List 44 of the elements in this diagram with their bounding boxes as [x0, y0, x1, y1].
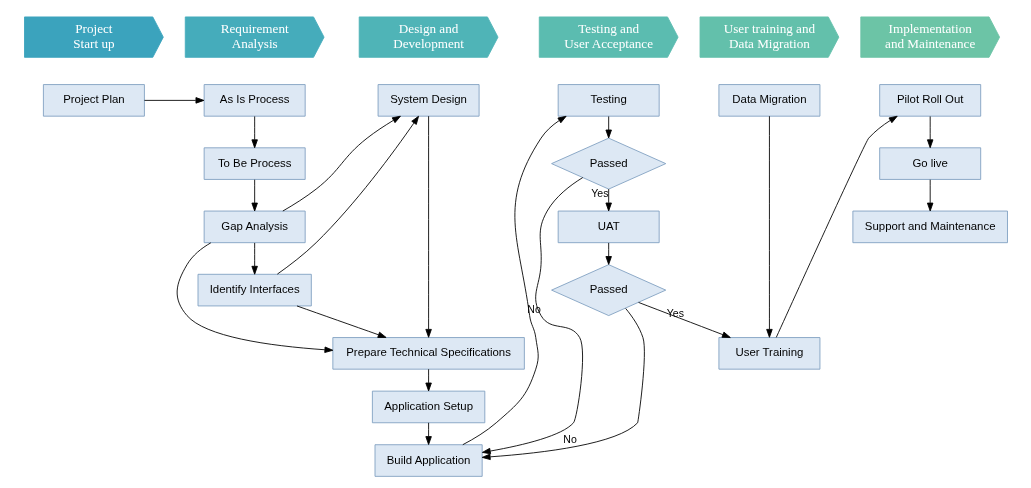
node-box: Gap Analysis	[203, 210, 306, 244]
node-box: User Training	[717, 337, 820, 370]
arrow	[461, 115, 567, 446]
edge-label: No	[526, 302, 541, 315]
arrow	[281, 115, 401, 212]
arrow	[604, 242, 612, 265]
node-box: Pilot Roll Out	[878, 84, 981, 117]
arrow	[250, 116, 258, 149]
arrow	[143, 97, 204, 104]
node-box: As Is Process	[203, 84, 306, 117]
node-diamond: Passed	[550, 264, 666, 317]
arrow	[604, 116, 612, 139]
node-box: Testing	[557, 84, 660, 117]
node-box: Data Migration	[717, 84, 820, 117]
arrow	[276, 115, 419, 275]
arrow	[424, 368, 432, 392]
node-box: System Design	[377, 84, 480, 117]
node-box: UAT	[557, 210, 660, 244]
node-box: Go live	[878, 147, 981, 180]
node-diamond: Passed	[550, 137, 666, 190]
arrow	[296, 305, 386, 338]
arrow	[176, 242, 333, 353]
arrow	[481, 308, 645, 461]
arrow	[481, 177, 583, 455]
edge-label: Yes	[666, 306, 684, 319]
node-box: To Be Process	[203, 147, 306, 180]
arrow	[926, 116, 933, 149]
node-box: Identify Interfaces	[197, 273, 312, 307]
node-box: Prepare Technical Specifications	[331, 337, 525, 370]
arrow	[604, 188, 612, 212]
arrow	[250, 179, 258, 212]
node-box: Support and Maintenance	[851, 210, 1008, 244]
arrow	[424, 422, 432, 445]
arrow	[250, 242, 258, 275]
arrow	[775, 115, 898, 338]
arrow	[926, 179, 933, 212]
edge-label: No	[562, 433, 577, 446]
arrow	[424, 115, 432, 338]
node-box: Project Plan	[42, 84, 145, 117]
arrow	[637, 302, 731, 338]
node-box: Application Setup	[371, 390, 485, 424]
node-box: Build Application	[374, 444, 483, 477]
edge-label: Yes	[590, 187, 608, 200]
arrow	[765, 115, 773, 338]
